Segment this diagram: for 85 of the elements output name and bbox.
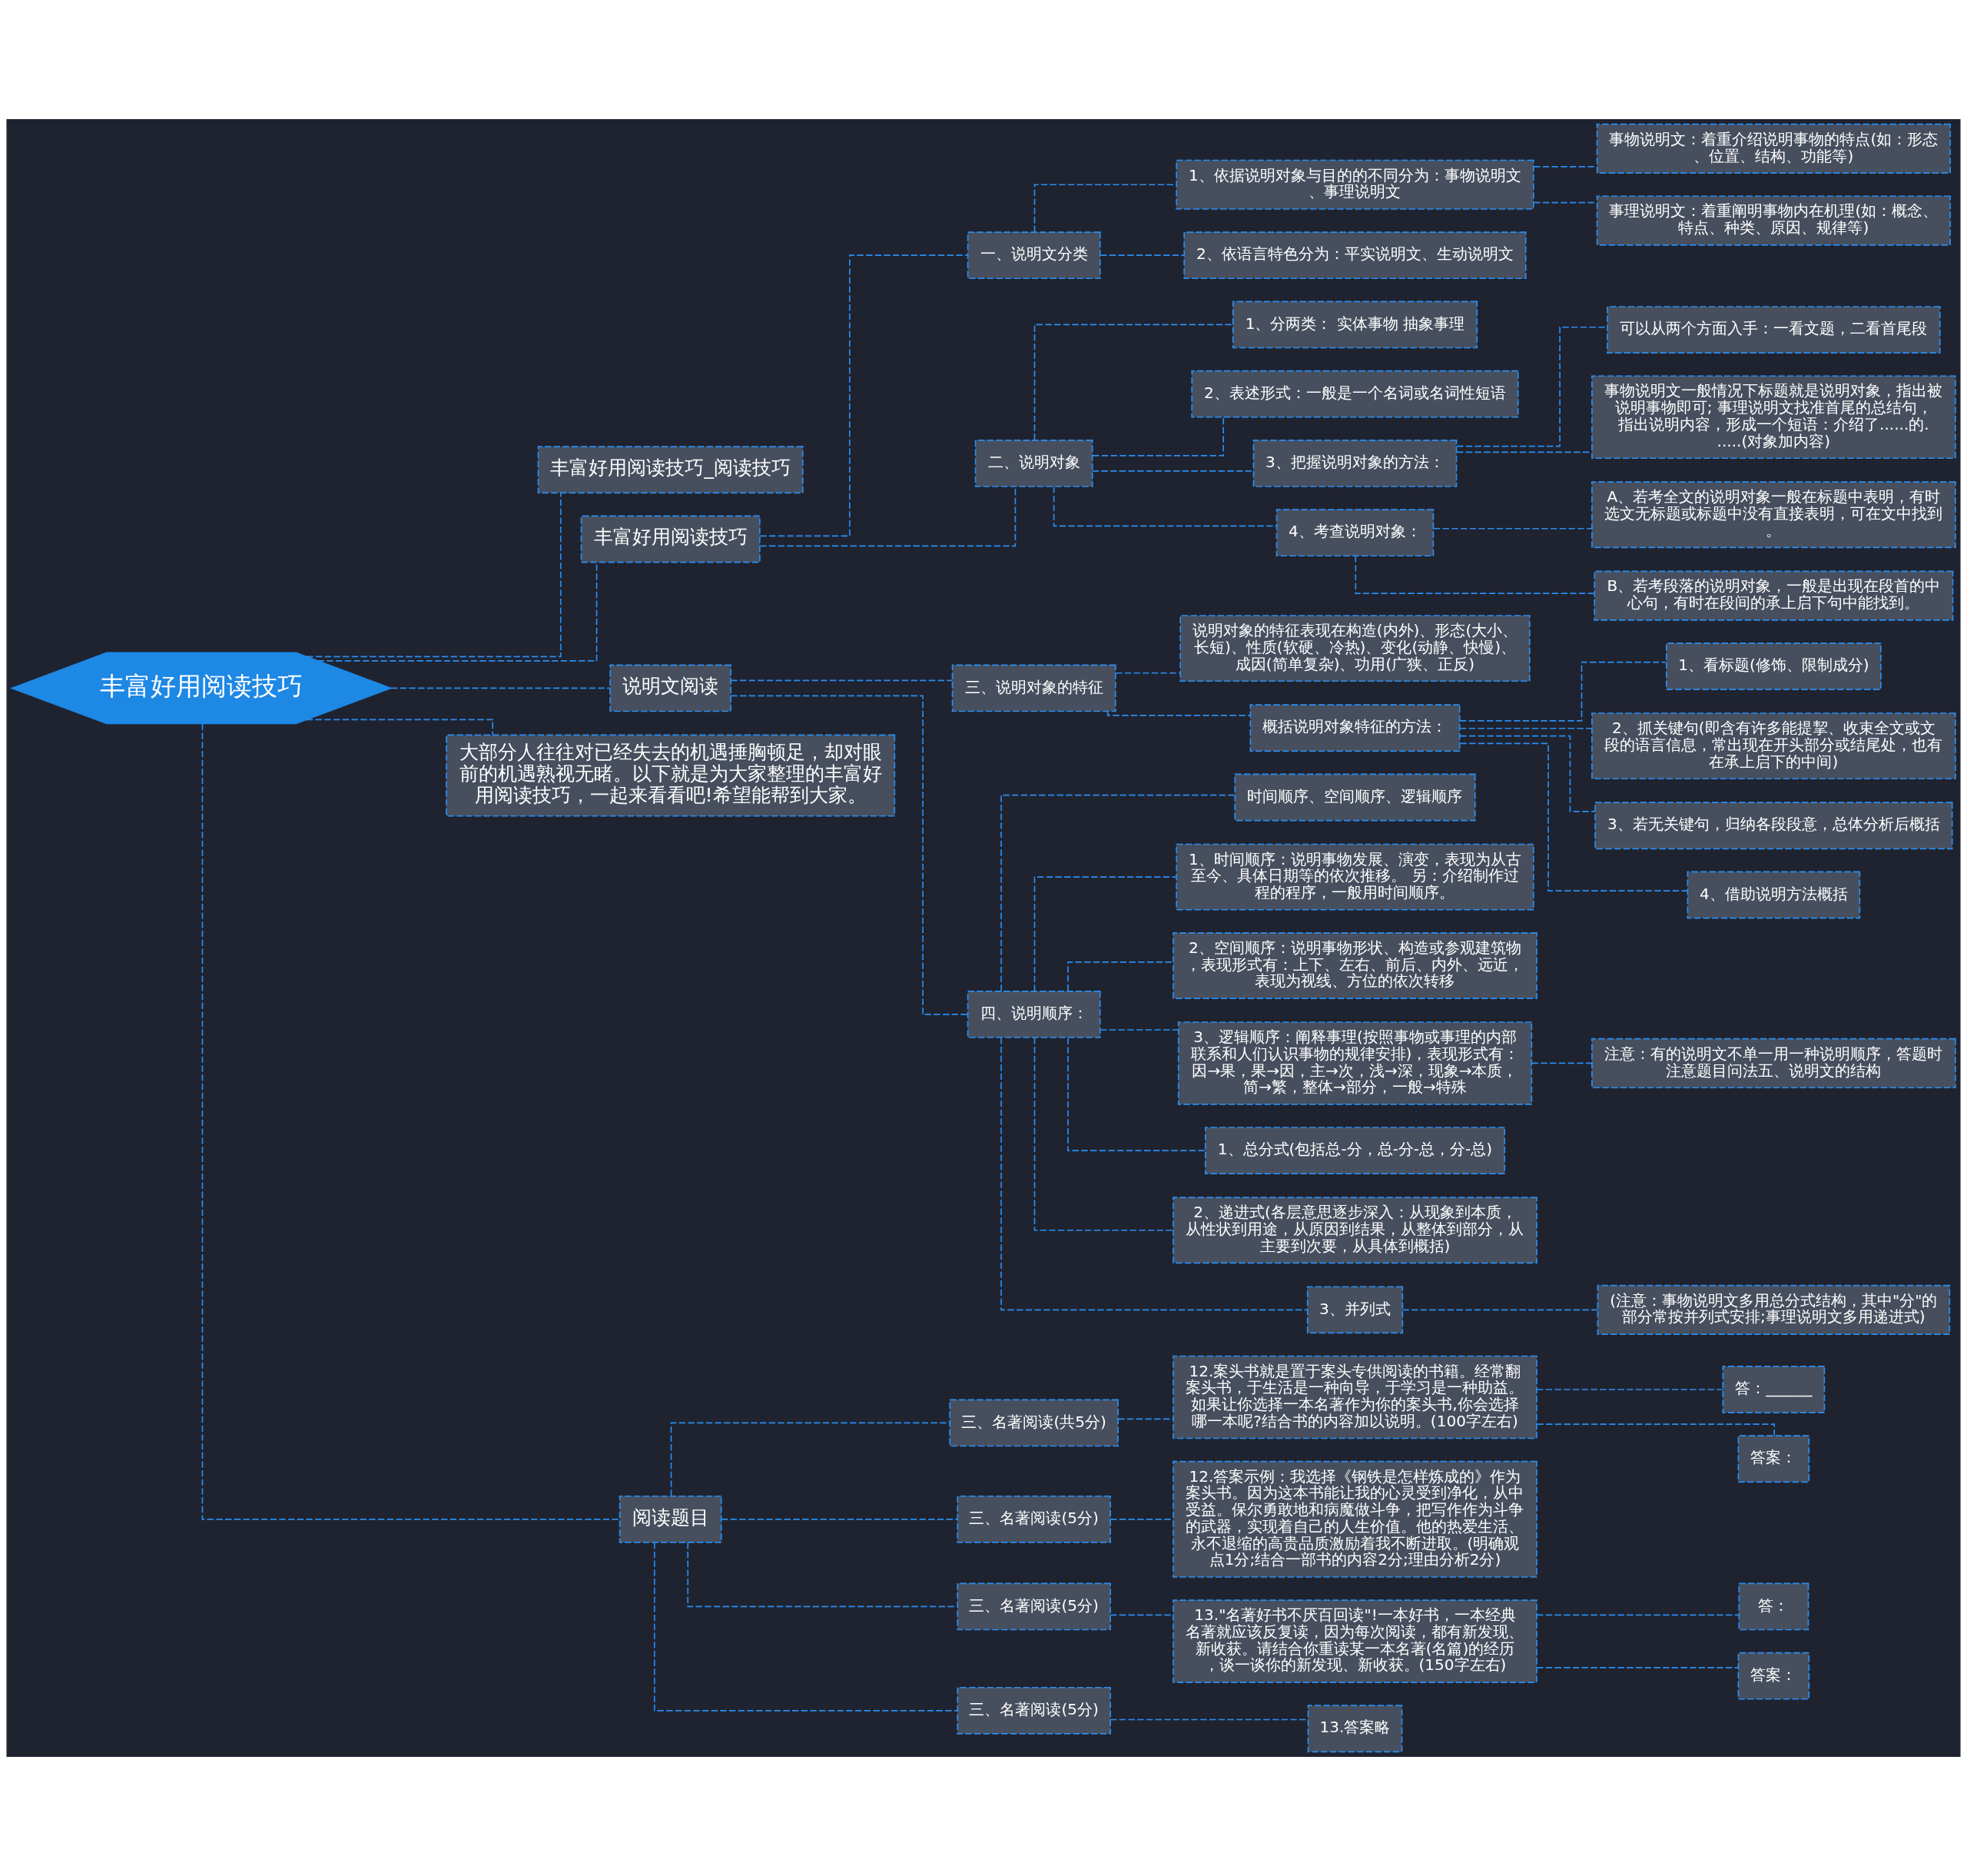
- node-box: 3、并列式: [1306, 1286, 1404, 1334]
- node-box: 13.答案略: [1307, 1705, 1403, 1753]
- node-box: 四、说明顺序：: [967, 991, 1101, 1038]
- connector: [1536, 1667, 1739, 1668]
- connector: [721, 1518, 958, 1520]
- connector: [1459, 742, 1689, 892]
- connector: [1459, 735, 1596, 812]
- connector: [1115, 672, 1181, 674]
- node-box: 三、名著阅读(5分): [957, 1495, 1111, 1543]
- connector: [1531, 1062, 1593, 1064]
- node-box: 12.答案示例：我选择《钢铁是怎样炼成的》作为案头书。因为这本书能让我的心灵受到净化，从中受益。保尔勇敢地和病魔做斗争，把写作作为斗争的武器，实现着自己的人生价值。他的热爱生活、永不退缩的高贵品质激励着我不断进取。(明确观点1分;结合一部书的内容2分;理由分析2分): [1173, 1460, 1537, 1578]
- node-box: 1、分两类： 实体事物 抽象事理: [1232, 300, 1478, 349]
- connector: [1033, 324, 1234, 441]
- connector: [1100, 1029, 1179, 1031]
- node-box: 事物说明文：着重介绍说明事物的特点(如：形态、位置、结构、功能等): [1596, 123, 1951, 174]
- node-box: 三、名著阅读(5分): [957, 1686, 1111, 1735]
- node-box: 1、时间顺序：说明事物发展、演变，表现为从古至今、具体日期等的依次推移。 另：介绍制作过程的程序，一般用时间顺序。: [1176, 843, 1534, 911]
- connector: [1100, 254, 1185, 256]
- node-box: 12.案头书就是置于案头专供阅读的书籍。经常翻案头书，于生活是一种向导，于学习是一种助益。如果让你选择一本名著作为你的案头书,你会选择哪一本呢?结合书的内容加以说明。(100字左右): [1173, 1355, 1537, 1439]
- node-box: 答：______: [1722, 1366, 1826, 1413]
- node-box: 三、名著阅读(5分): [957, 1582, 1111, 1631]
- node-box: 注意：有的说明文不单一用一种说明顺序，答题时注意题目问法五、说明文的结构: [1591, 1038, 1956, 1089]
- node-box: 概括说明对象特征的方法：: [1249, 704, 1461, 752]
- node-box: B、若考段落的说明对象，一般是出现在段首的中心句，有时在段间的承上启下句中能找到。: [1594, 570, 1954, 621]
- node-box: 时间顺序、空间顺序、逻辑顺序: [1234, 773, 1476, 822]
- node-box: 事物说明文一般情况下标题就是说明对象，指出被说明事物即可; 事理说明文找准首尾的总结句，指出说明内容，形成一个短语：介绍了......的......(对象加内容): [1591, 375, 1956, 460]
- connector: [1033, 1037, 1174, 1231]
- connector: [1536, 1389, 1723, 1390]
- node-box: 答案：: [1737, 1435, 1810, 1483]
- node-box: 4、考查说明对象：: [1275, 509, 1435, 557]
- node-box: 一、说明文分类: [967, 231, 1101, 280]
- connector: [730, 695, 968, 1015]
- connector: [687, 1542, 958, 1608]
- connector: [1067, 1037, 1206, 1151]
- connector: [201, 723, 621, 1520]
- connector: [1536, 1614, 1740, 1616]
- connector: [1355, 555, 1595, 594]
- node-box: 三、名著阅读(共5分): [949, 1399, 1119, 1447]
- connector: [1053, 486, 1277, 527]
- node-box: 可以从两个方面入手：一看文题，二看首尾段: [1607, 306, 1941, 354]
- node-box: 2、递进式(各层意思逐步深入：从现象到本质，从性状到用途，从原因到结果，从整体到部分，从主要到次要，从具体到概括): [1173, 1197, 1537, 1264]
- connector: [390, 687, 611, 689]
- node-box: 3、若无关键句，归纳各段段意，总体分析后概括: [1594, 802, 1953, 850]
- node-box: 丰富好用阅读技巧: [580, 515, 761, 563]
- node-box: 3、逻辑顺序：阐释事理(按照事物或事理的内部联系和人们认识事物的规律安排)，表现形式有：因→果，果→因，主→次，浅→深，现象→本质，简→繁，整体→部分，一般→特殊: [1177, 1021, 1533, 1105]
- node-box: 3、把握说明对象的方法：: [1252, 440, 1458, 487]
- connector: [1458, 661, 1667, 722]
- node-box: 答案：: [1737, 1652, 1810, 1700]
- connector: [1106, 711, 1251, 716]
- node-box: 2、依语言特色分为：平实说明文、生动说明文: [1183, 231, 1527, 280]
- connector: [1033, 184, 1177, 233]
- node-box: 二、说明对象: [974, 440, 1093, 487]
- connector: [1000, 794, 1236, 992]
- node-box: 答：: [1738, 1582, 1809, 1631]
- node-box: 说明对象的特征表现在构造(内外)、形态(大小、长短)、性质(软硬、冷热)、变化(动静、快慢)、成因(简单复杂)、功用(广狭、正反): [1179, 615, 1531, 682]
- node-box: 2、表述形式：一般是一个名词或名词性短语: [1191, 370, 1519, 418]
- connector: [1401, 1309, 1599, 1311]
- connector: [653, 1542, 958, 1712]
- node-box: 大部分人往往对已经失去的机遇捶胸顿足，却对眼前的机遇熟视无睹。以下就是为大家整理的丰富好用阅读技巧，一起来看看吧!希望能帮到大家。: [446, 734, 896, 817]
- connector: [670, 1422, 950, 1497]
- connector: [759, 254, 968, 537]
- node-box: 4、借助说明方法概括: [1687, 871, 1861, 919]
- node-box: 1、看标题(修饰、限制成分): [1665, 642, 1882, 690]
- connector: [1067, 961, 1174, 991]
- connector: [730, 679, 954, 682]
- connector: [306, 492, 562, 658]
- node-box: 阅读题目: [619, 1495, 722, 1543]
- connector: [1000, 1037, 1309, 1311]
- node-box: A、若考全文的说明对象一般在标题中表明，有时选文无标题或标题中没有直接表明，可在文中找到。: [1591, 481, 1956, 549]
- node-box: 13."名著好书不厌百回读"!一本好书，一本经典名著就应该反复读，因为每次阅读，都有新发现、新收获。请结合你重读某一本名著(名篇)的经历，谈一谈你的新发现、新收获。(150字左右): [1173, 1599, 1537, 1683]
- node-box: 2、抓关键句(即含有许多能提挈、收束全文或文段的语言信息，常出现在开头部分或结尾处，也有在承上启下的中间): [1591, 712, 1956, 780]
- node-box: 说明文阅读: [609, 664, 732, 712]
- connector: [1433, 527, 1593, 530]
- node-box: 三、说明对象的特征: [951, 664, 1116, 712]
- node-box: 事理说明文：着重阐明事物内在机理(如：概念、特点、种类、原因、规律等): [1596, 195, 1951, 246]
- node-box: 1、总分式(包括总-分，总-分-总，分-总): [1204, 1127, 1506, 1175]
- connector: [1536, 1423, 1776, 1436]
- connector: [1092, 417, 1225, 457]
- node-box: (注意：事物说明文多用总分式结构，其中"分"的部分常按并列式安排;事理说明文多用递进式): [1597, 1284, 1951, 1335]
- node-box: 丰富好用阅读技巧_阅读技巧: [537, 446, 804, 494]
- connector: [1033, 876, 1177, 992]
- node-box: 2、空间顺序：说明事物形状、构造或参观建筑物，表现形式有：上下、左右、前后、内外、远近，表现为视线、方位的依次转移: [1173, 931, 1537, 999]
- connector: [1459, 727, 1593, 729]
- connector: [1117, 1418, 1174, 1420]
- node-box: 1、依据说明对象与目的的不同分为：事物说明文、事理说明文: [1176, 159, 1534, 210]
